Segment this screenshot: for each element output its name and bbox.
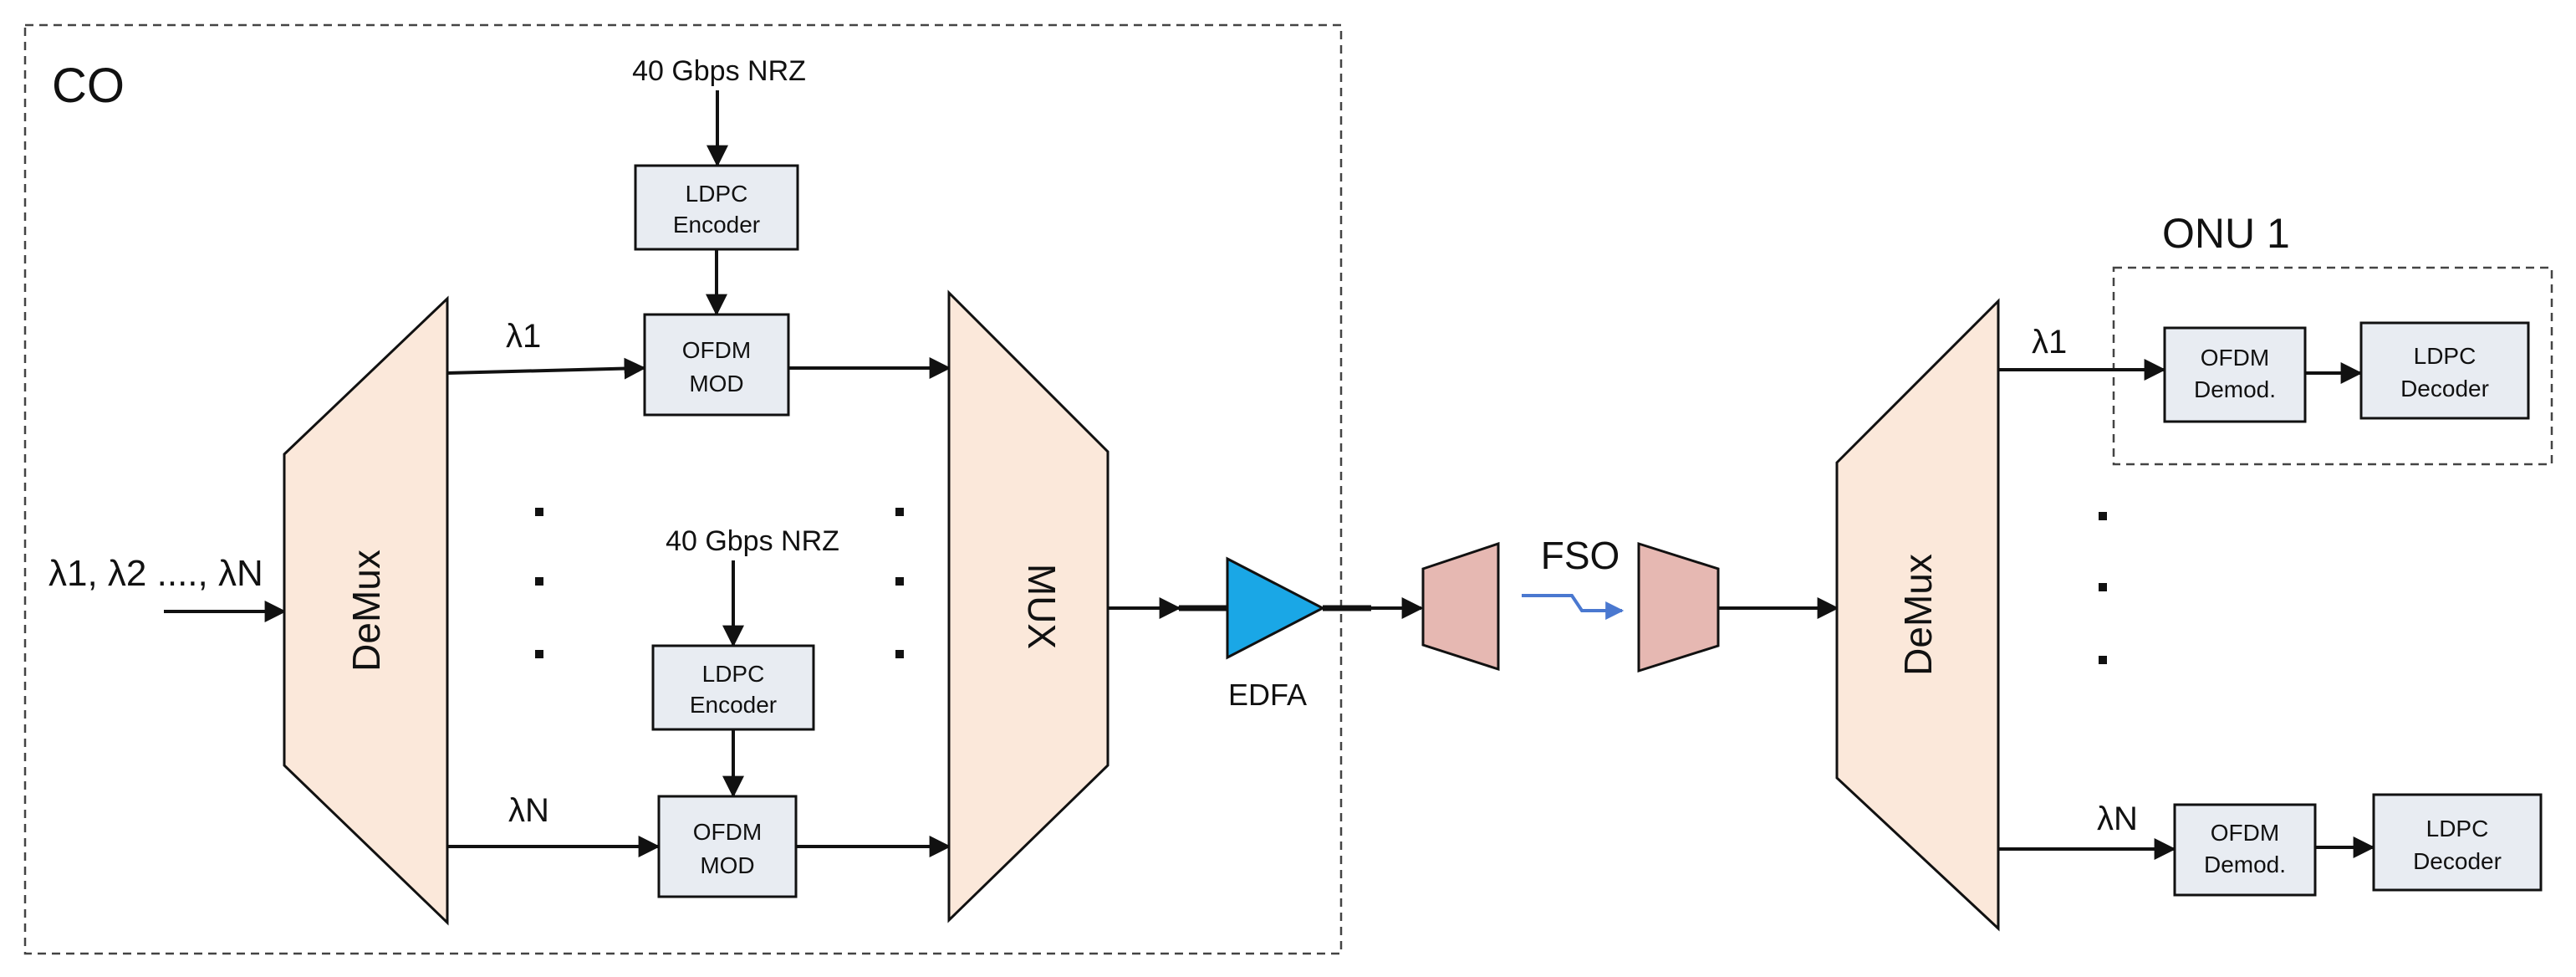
ofdm-mod-bottom bbox=[657, 795, 798, 898]
ofdm-demod-top-line1: OFDM bbox=[2201, 345, 2269, 371]
fso-label: FSO bbox=[1541, 534, 1620, 577]
ldpc-decoder-top bbox=[2359, 321, 2530, 420]
ellipsis-dot bbox=[895, 650, 904, 658]
ellipsis-dot bbox=[2099, 512, 2107, 520]
co-demux bbox=[283, 295, 449, 926]
lambda-1-co-label: λ1 bbox=[506, 318, 541, 355]
ellipsis-dot bbox=[895, 508, 904, 516]
ofdm-mod-top-line1: OFDM bbox=[682, 337, 751, 363]
ofdm-demod-bottom-line1: OFDM bbox=[2211, 820, 2279, 846]
fso-transmitter-lens bbox=[1421, 541, 1500, 672]
ldpc-decoder-bottom-line2: Decoder bbox=[2413, 848, 2502, 874]
ofdm-mod-top bbox=[643, 313, 790, 417]
ldpc-encoder-bottom-line1: LDPC bbox=[702, 661, 765, 687]
edfa-amplifier-icon bbox=[1226, 556, 1326, 660]
fso-receiver-lens bbox=[1637, 541, 1720, 673]
ofdm-demod-bottom bbox=[2173, 803, 2317, 897]
lambda-1-onu-label: λ1 bbox=[2032, 324, 2067, 361]
ldpc-decoder-top-line2: Decoder bbox=[2400, 376, 2489, 402]
ofdm-demod-top bbox=[2163, 326, 2307, 423]
ellipsis-dot bbox=[535, 508, 543, 516]
ellipsis-dot bbox=[535, 577, 543, 586]
input-wavelengths-label: λ1, λ2 ...., λN bbox=[48, 553, 263, 594]
ldpc-encoder-top-line2: Encoder bbox=[673, 212, 760, 238]
onu-demux-label: DeMux bbox=[1896, 554, 1940, 676]
onu-demux bbox=[1835, 298, 2000, 932]
ldpc-decoder-top-line1: LDPC bbox=[2414, 343, 2477, 369]
nrz-label-bottom: 40 Gbps NRZ bbox=[666, 525, 839, 557]
ofdm-mod-bottom-line2: MOD bbox=[700, 852, 754, 878]
ofdm-demod-bottom-line2: Demod. bbox=[2204, 852, 2286, 877]
lambda-n-co-label: λN bbox=[508, 792, 549, 829]
co-demux-label: DeMux bbox=[344, 550, 388, 672]
ellipsis-dot bbox=[2099, 656, 2107, 664]
ellipsis-dot bbox=[895, 577, 904, 586]
ofdm-demod-top-line2: Demod. bbox=[2194, 376, 2276, 402]
mux bbox=[947, 289, 1109, 923]
ldpc-decoder-bottom-line1: LDPC bbox=[2426, 816, 2489, 841]
lambda-1-co-arrow bbox=[446, 357, 646, 380]
ellipsis-dot bbox=[2099, 583, 2107, 591]
nrz-label-top: 40 Gbps NRZ bbox=[632, 55, 806, 87]
onu-1-region bbox=[2112, 266, 2553, 466]
ellipsis-dot bbox=[535, 650, 543, 658]
edfa-label: EDFA bbox=[1228, 678, 1307, 712]
ldpc-encoder-bottom-line2: Encoder bbox=[690, 692, 777, 718]
lambda-n-onu-label: λN bbox=[2097, 801, 2138, 837]
fso-beam-icon bbox=[1522, 594, 1625, 620]
onu-1-label: ONU 1 bbox=[2162, 210, 2290, 257]
mux-label: MUX bbox=[1020, 564, 1064, 649]
ldpc-encoder-top-line1: LDPC bbox=[686, 181, 748, 207]
ofdm-mod-bottom-line1: OFDM bbox=[693, 819, 762, 845]
ofdm-mod-top-line2: MOD bbox=[689, 371, 743, 396]
co-region bbox=[23, 23, 1343, 955]
co-label: CO bbox=[52, 59, 125, 113]
ldpc-decoder-bottom bbox=[2372, 793, 2543, 892]
